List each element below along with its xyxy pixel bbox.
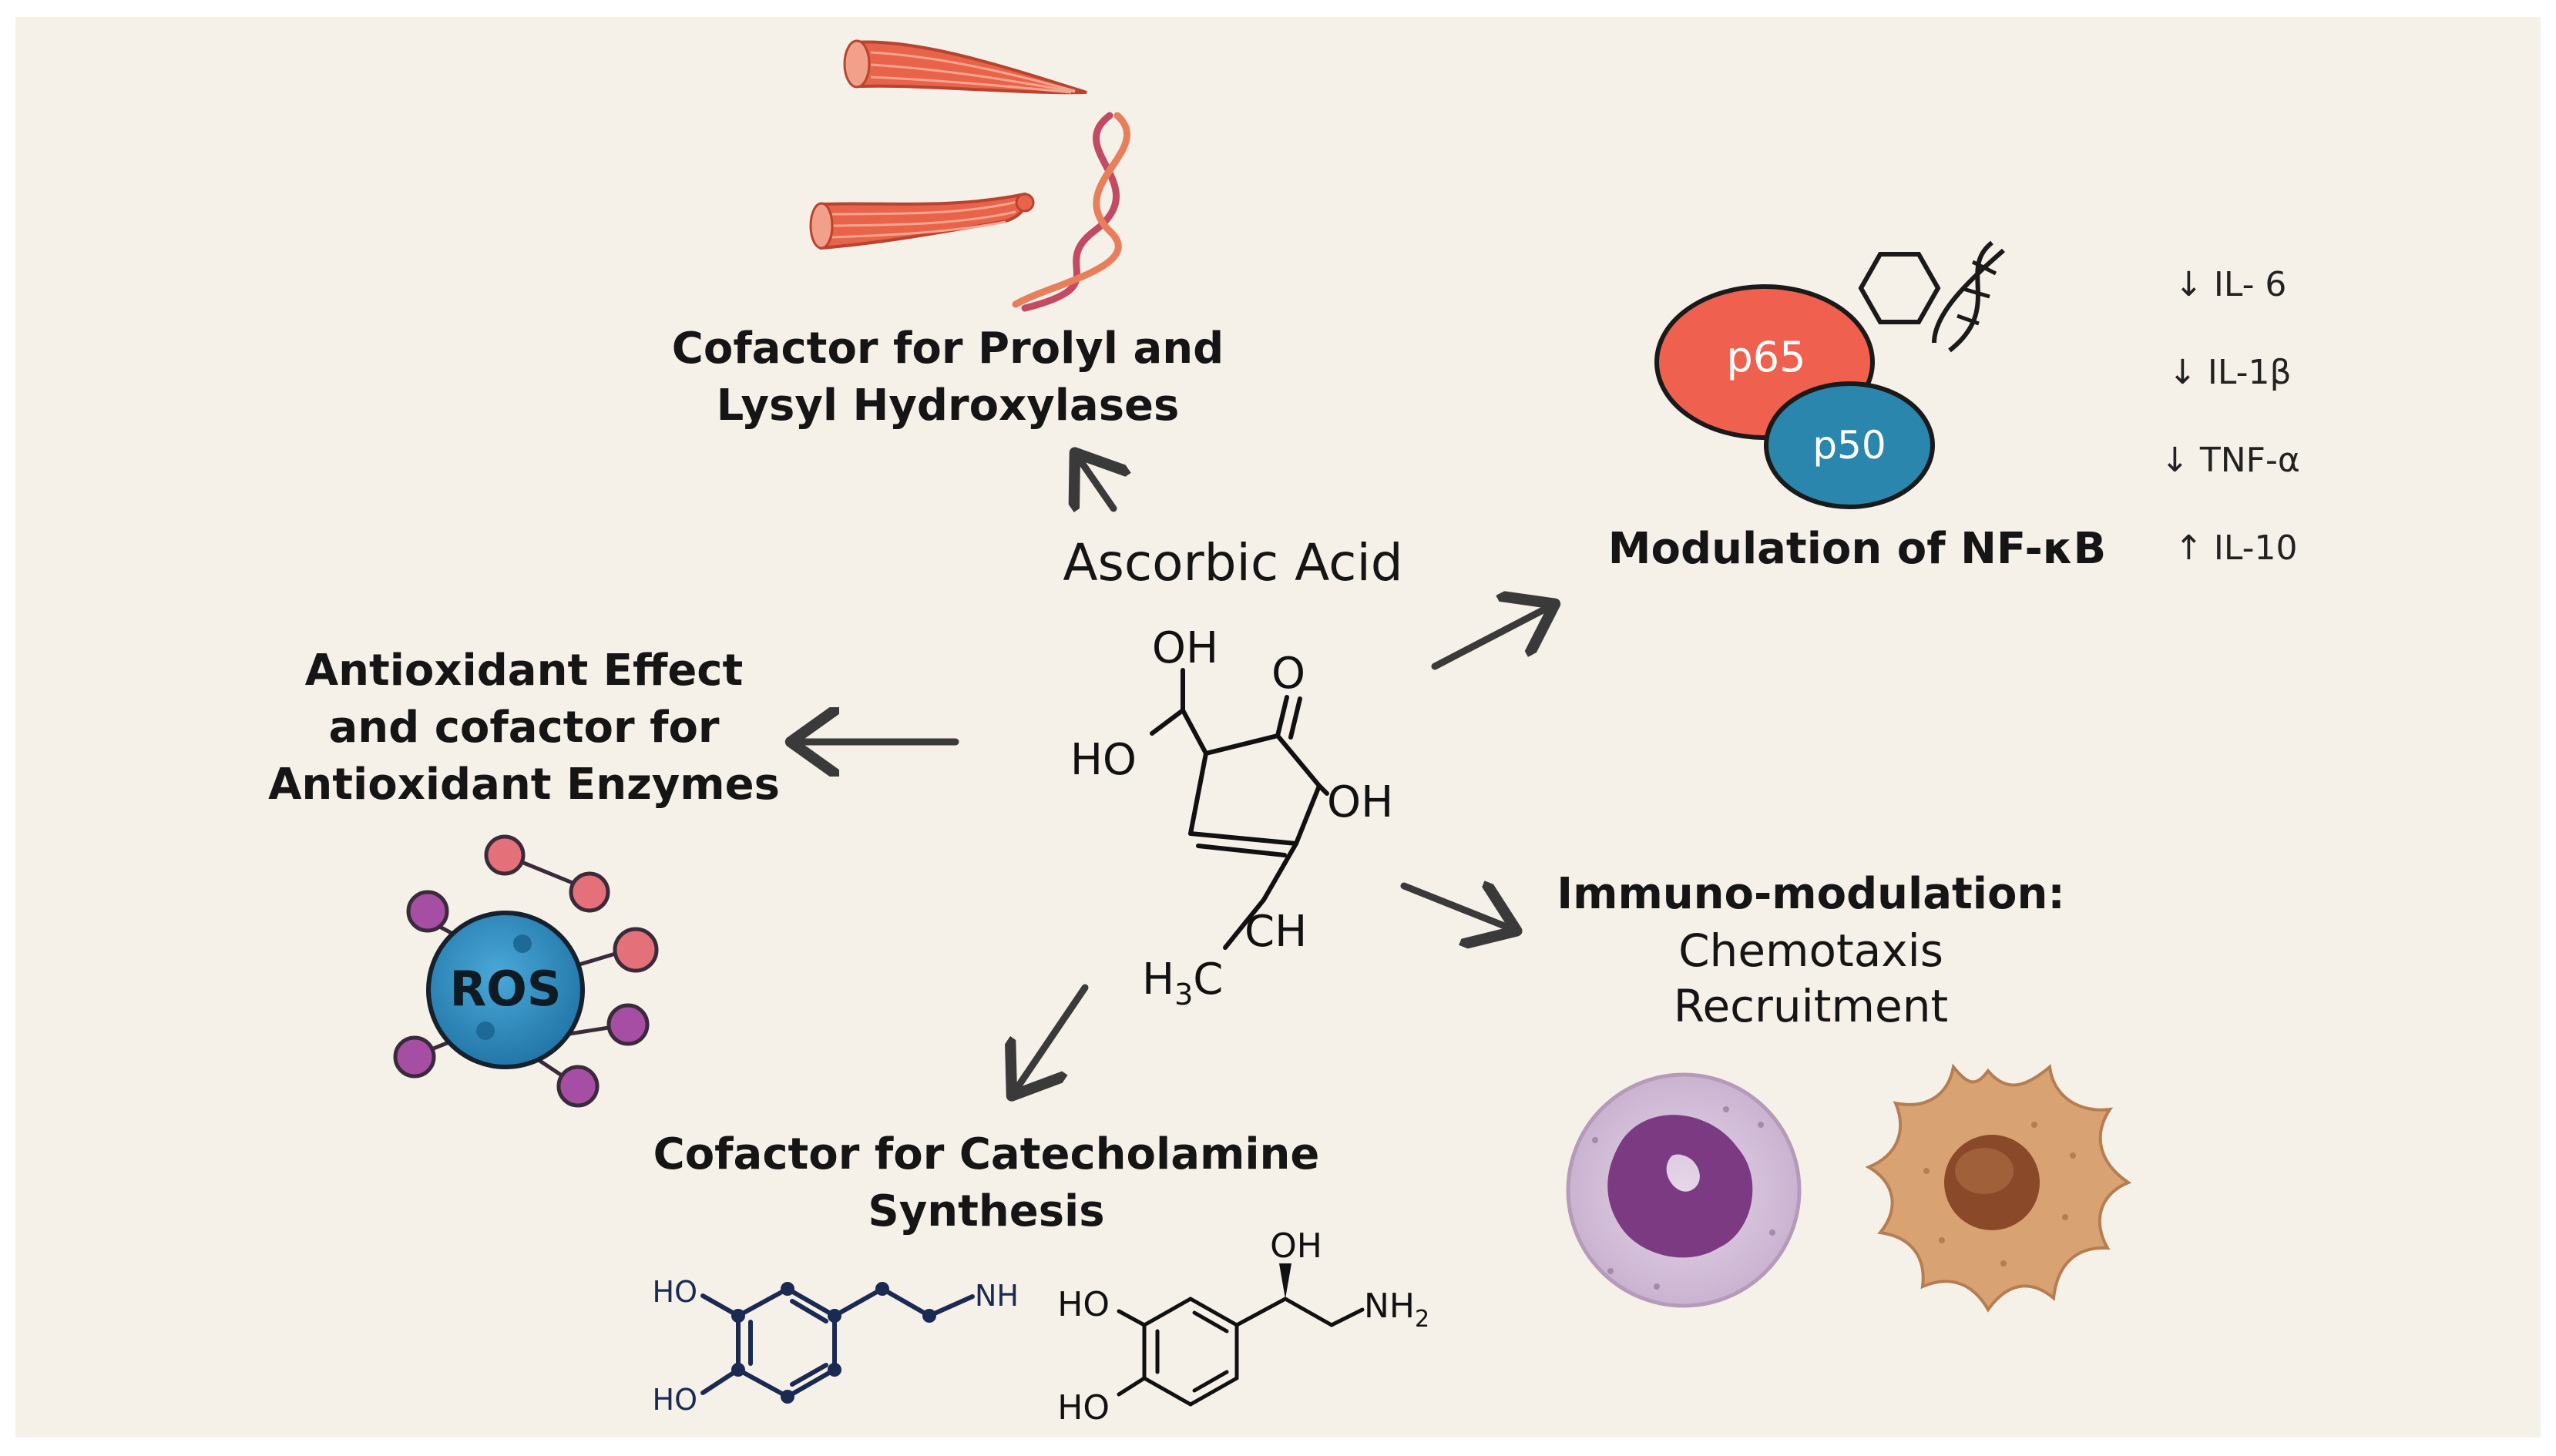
neutrophil-illustration <box>1566 1072 1802 1308</box>
cytokine-tnfa: ↓ TNF-α <box>2161 441 2300 480</box>
neutrophil-nucleus <box>1607 1115 1753 1258</box>
ascorbic-acid-structure <box>1150 668 1329 950</box>
norepinephrine-oh: OH <box>1270 1226 1322 1266</box>
antioxidant-label-line: and cofactor for <box>328 703 720 753</box>
immuno-item: Recruitment <box>1673 980 1949 1032</box>
ros-label: ROS <box>449 961 561 1017</box>
dna-strand-b <box>1932 248 2005 344</box>
atom-oh-right: OH <box>1327 777 1393 827</box>
nfkb-complex-illustration: p65 p50 <box>1654 240 2005 509</box>
cytokine-il1b: ↓ IL-1β <box>2168 353 2292 392</box>
catecholamine-label-line: Synthesis <box>868 1186 1105 1236</box>
norepinephrine-structure: HO HO OH NH2 <box>1057 1226 1429 1427</box>
arrow-to-immuno <box>1400 886 1510 928</box>
antioxidant-label-line: Antioxidant Effect <box>304 646 744 696</box>
collagen-label-line: Lysyl Hydroxylases <box>716 381 1180 431</box>
p65-label: p65 <box>1727 333 1806 381</box>
catecholamine-label-line: Cofactor for Catecholamine <box>653 1129 1320 1179</box>
collagen-label-line: Cofactor for Prolyl and <box>671 324 1224 374</box>
dna-hexagon <box>1858 252 1941 324</box>
nfkb-label: Modulation of NF-κB <box>1607 524 2107 574</box>
dopamine-structure: HO HO NH <box>653 1275 1019 1417</box>
atom-ch: CH <box>1244 907 1307 957</box>
arrows <box>798 458 1549 1090</box>
catecholamine-label: Cofactor for Catecholamine Synthesis <box>640 1126 1333 1240</box>
norepinephrine-ho-top: HO <box>1057 1285 1110 1324</box>
dopamine-ho-top: HO <box>653 1275 697 1309</box>
atom-oh-top: OH <box>1152 623 1218 673</box>
cytokine-il6: ↓ IL- 6 <box>2175 265 2287 304</box>
macrophage-illustration <box>1865 1063 2132 1313</box>
antioxidant-label-line: Antioxidant Enzymes <box>268 760 780 810</box>
p50-label: p50 <box>1812 423 1886 468</box>
ros-illustration: ROS <box>393 834 659 1108</box>
ascorbic-acid-title: Ascorbic Acid <box>1063 533 1403 592</box>
muscle-fiber-bottom <box>810 192 1028 250</box>
cytokine-il10: ↑ IL-10 <box>2175 528 2298 568</box>
collagen-helix-a <box>1021 112 1120 312</box>
immuno-item: Chemotaxis <box>1678 924 1943 977</box>
atom-ho-left: HO <box>1070 735 1137 785</box>
p50-subunit <box>1764 381 1935 509</box>
dopamine-nh: NH <box>975 1279 1019 1313</box>
immuno-label: Immuno-modulation: Chemotaxis Recruitmen… <box>1526 866 2096 1034</box>
arrow-to-catechol <box>1016 984 1089 1090</box>
arrow-to-collagen <box>1079 458 1113 508</box>
collagen-helix-b <box>1012 112 1130 308</box>
muscle-fiber-illustration <box>809 39 1130 312</box>
atom-oxo: O <box>1271 649 1305 699</box>
collagen-label: Cofactor for Prolyl and Lysyl Hydroxylas… <box>616 320 1279 434</box>
dna-strand-a <box>1948 240 1993 353</box>
antioxidant-label: Antioxidant Effect and cofactor for Anti… <box>231 642 817 814</box>
dopamine-ho-bottom: HO <box>653 1383 697 1417</box>
norepinephrine-ho-bottom: HO <box>1057 1388 1110 1427</box>
atom-h3c: H3C <box>1142 954 1223 1011</box>
ros-molecule <box>426 911 585 1069</box>
immuno-title: Immuno-modulation: <box>1557 869 2065 919</box>
arrow-to-nfkb <box>1431 607 1549 670</box>
norepinephrine-nh2: NH2 <box>1364 1287 1429 1333</box>
ascorbic-acid-atoms: OH O HO OH CH H3C <box>1070 623 1393 1011</box>
